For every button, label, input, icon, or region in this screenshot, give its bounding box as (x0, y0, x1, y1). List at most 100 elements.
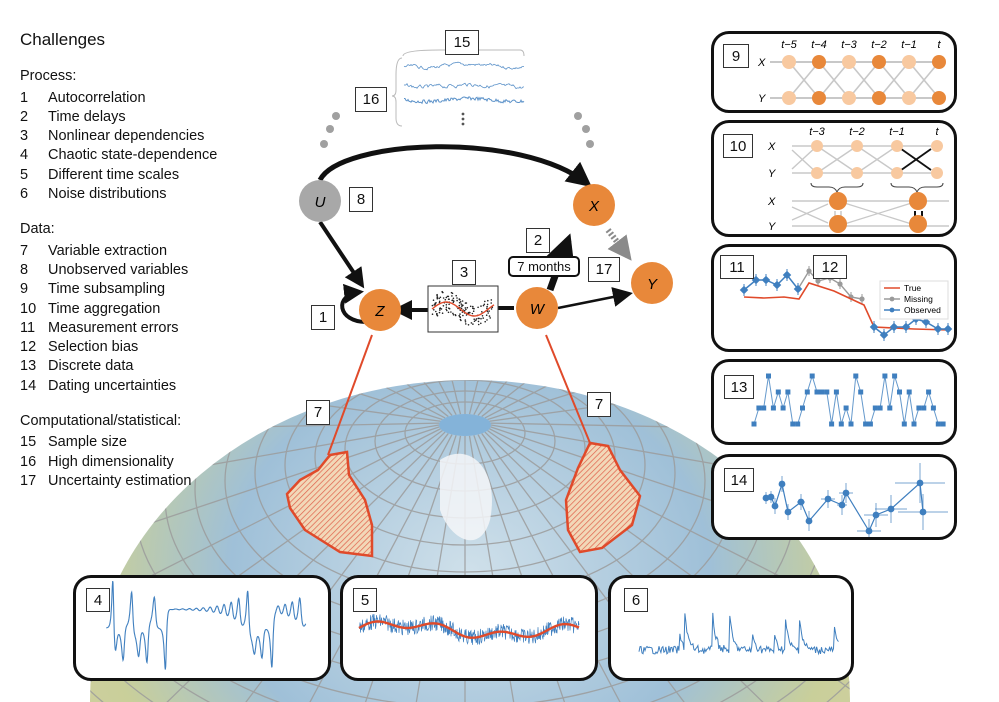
discrete-point (872, 405, 878, 411)
longitude-line (259, 435, 457, 702)
brace (810, 182, 864, 194)
label-2: 2 (526, 228, 550, 253)
edge (908, 61, 940, 99)
dated-point (872, 511, 880, 519)
scatter-point (486, 319, 488, 321)
scatter-point (488, 315, 491, 317)
lattice-node (902, 55, 916, 69)
scatter-point (475, 318, 478, 320)
scatter-point (446, 295, 449, 298)
slow-series (358, 620, 580, 639)
lattice-node (782, 91, 796, 105)
node-w (516, 287, 558, 329)
dated-point (919, 508, 927, 516)
scatter-point (477, 317, 480, 320)
panel-12-label: 12 (813, 255, 847, 279)
node-y-label: Y (647, 276, 658, 293)
label-15: 15 (445, 30, 479, 55)
row-label: X (767, 141, 776, 153)
scatter-point (475, 319, 477, 322)
region-z (285, 450, 374, 558)
lattice-node (872, 55, 886, 69)
scatter-point (472, 305, 474, 308)
legend-item-label: Chaotic state-dependence (48, 147, 218, 164)
discrete-point (906, 389, 912, 395)
discrete-point (800, 405, 805, 411)
legend-item-label: Dating uncertainties (48, 377, 177, 394)
scatter-point (431, 304, 434, 307)
scatter-point (483, 303, 486, 306)
lattice-node (842, 91, 856, 105)
discrete-point (780, 405, 786, 411)
scatter-point (481, 311, 483, 313)
time-series-1 (403, 61, 525, 71)
node-x-label: X (588, 198, 600, 215)
discrete-point (940, 421, 946, 427)
edge (818, 61, 850, 99)
dated-point (767, 493, 775, 501)
discrete-point (819, 389, 825, 395)
scatter-point (482, 317, 485, 319)
longitude-line (473, 435, 671, 702)
scatter-point (441, 312, 444, 315)
panel-11-label: 11 (720, 255, 754, 279)
edge-u-x (317, 144, 592, 188)
scatter-point (484, 300, 486, 303)
legend-item-number: 8 (20, 261, 29, 278)
scatter-point (469, 311, 471, 314)
scatter-point (442, 305, 445, 307)
legend-item-label: Noise distributions (48, 186, 167, 203)
legend-item-number: 9 (20, 281, 29, 298)
lattice-node (812, 55, 826, 69)
scatter-point (447, 311, 450, 314)
legend-item-number: 4 (20, 147, 29, 164)
discrete-line (753, 374, 944, 425)
aggregated-node (909, 215, 927, 233)
scatter-point (438, 297, 441, 300)
discrete-point (892, 373, 898, 379)
discrete-point (795, 421, 801, 427)
discrete-point (853, 373, 859, 379)
edge-highlight (896, 148, 932, 174)
legend-section-heading: Computational/statistical: (20, 413, 182, 430)
row-label: Y (768, 221, 776, 233)
legend-item-label: Autocorrelation (48, 89, 146, 106)
scatter-point (453, 300, 455, 302)
scatter-point (477, 320, 480, 323)
scatter-point (461, 304, 463, 306)
longitude-line (90, 428, 441, 702)
dated-point (797, 498, 805, 506)
discrete-point (877, 405, 883, 411)
scatter-point (450, 311, 452, 313)
dated-point (778, 480, 786, 488)
legend-item-number: 3 (20, 128, 29, 145)
edge (791, 203, 829, 221)
discrete-point (848, 421, 854, 427)
longitude-line (360, 435, 462, 702)
legend-item-label: Discrete data (48, 358, 134, 375)
legend-item-label: Sample size (48, 434, 127, 451)
fine-node (931, 167, 943, 179)
chaotic-series (106, 580, 307, 670)
legend-item-number: 11 (20, 319, 36, 336)
label-1: 1 (311, 305, 335, 330)
scatter-point (486, 307, 488, 310)
discrete-point (775, 389, 781, 395)
edge (788, 61, 820, 99)
scatter-point (473, 307, 475, 310)
scatter-point (439, 309, 441, 311)
scatter-point (467, 324, 470, 326)
scatter-point (486, 303, 489, 306)
longitude-line (164, 434, 453, 702)
panel-4-label: 4 (86, 588, 110, 612)
scatter-point (472, 310, 475, 313)
scatter-point (433, 309, 435, 311)
